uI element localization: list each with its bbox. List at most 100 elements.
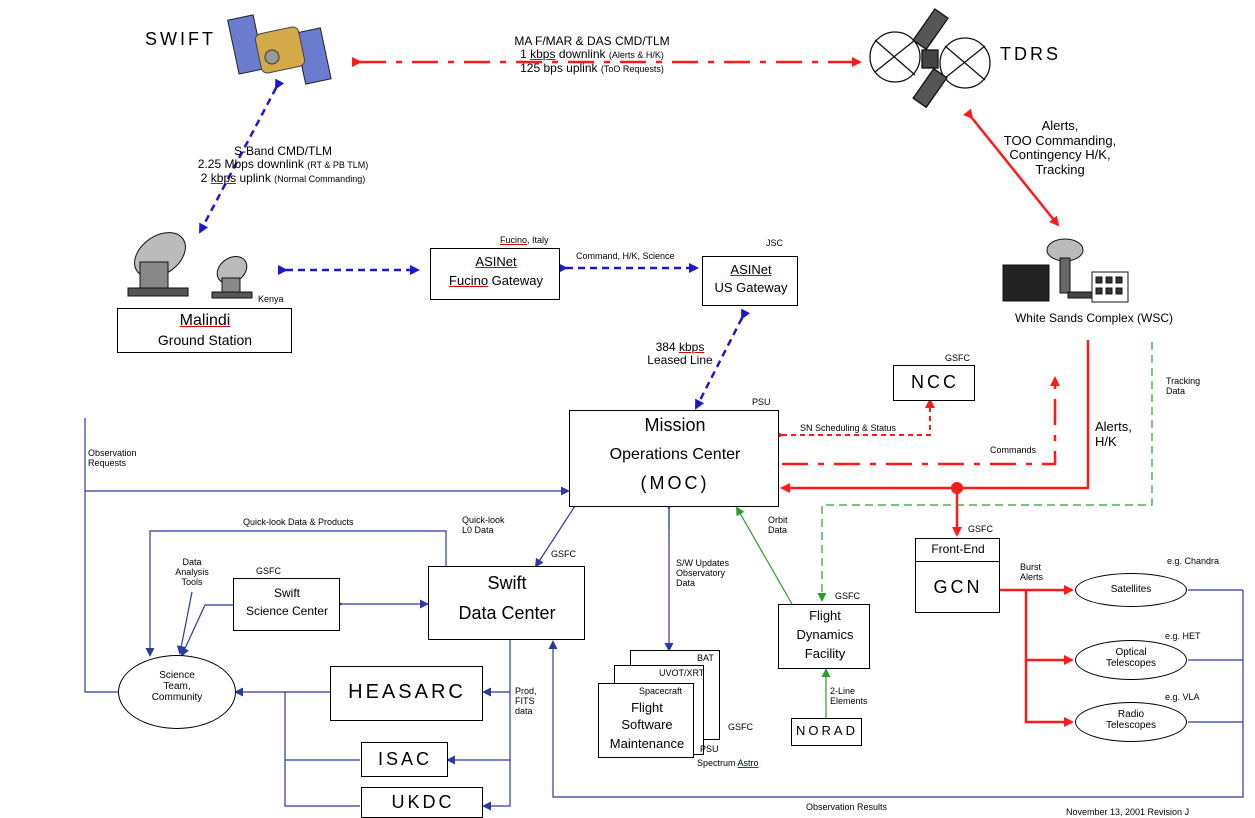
tools-science-link — [176, 591, 193, 655]
asinet-us-box: ASINet US Gateway — [702, 256, 798, 306]
quicklook-products-label: Quick-look Data & Products — [243, 517, 354, 527]
ukdc-label: UKDC — [391, 792, 455, 812]
swift-satellite-icon — [227, 14, 332, 85]
tdrs-satellite-icon — [869, 8, 991, 109]
asinet-link-label: Command, H/K, Science — [576, 251, 675, 261]
wsc-label: White Sands Complex (WSC) — [1014, 311, 1174, 325]
us-moc-link — [694, 308, 751, 410]
satellites-eg: e.g. Chandra — [1167, 556, 1220, 566]
heasarc-box: HEASARC — [330, 666, 483, 721]
sband-title: S-Band CMD/TLM — [233, 144, 333, 158]
moc-box: Mission Operations Center (MOC) — [569, 410, 779, 507]
alerts-hk-label: Alerts,H/K — [1095, 419, 1132, 449]
norad-box: NORAD — [791, 718, 862, 746]
ncc-box: NCC — [893, 365, 975, 401]
sdc-archive-link — [482, 638, 511, 811]
fsw-card-spacecraft: Spacecraft Flight Software Maintenance — [598, 683, 694, 758]
quicklook-products-link — [145, 530, 447, 657]
swift-malindi-link — [198, 78, 285, 234]
burst-optical — [1024, 590, 1074, 727]
archives-bus — [284, 692, 360, 807]
alerts-junction — [951, 482, 963, 494]
us-line2: US Gateway — [714, 280, 788, 295]
sband-line3: 2 kbps uplink (Normal Commanding) — [200, 170, 366, 185]
sdc-box: Swift Data Center — [428, 566, 585, 640]
ssc-site: GSFC — [256, 566, 282, 576]
ssc-line1: Swift — [273, 586, 301, 600]
fucino-site: Fucino, Italy — [500, 235, 549, 245]
sdc-site: GSFC — [551, 549, 577, 559]
swift-tdrs-link-label: MA F/MAR & DAS CMD/TLM 1 kbps downlink (… — [514, 34, 670, 75]
ssc-science-link — [180, 604, 233, 657]
isac-box: ISAC — [361, 742, 448, 777]
fdf-box: Flight Dynamics Facility — [778, 604, 870, 669]
link-line3: 125 bps uplink (ToO Requests) — [520, 60, 664, 75]
sn-sched-label: SN Scheduling & Status — [800, 423, 897, 433]
moc-site: PSU — [752, 397, 771, 407]
ncc-site: GSFC — [945, 353, 971, 363]
leased-line-label: 384 kbps Leased Line — [647, 340, 713, 368]
optical-eg: e.g. HET — [1165, 631, 1201, 641]
sdc-line2: Data Center — [458, 603, 556, 623]
heasarc-label: HEASARC — [348, 681, 466, 703]
tdrs-label: TDRS — [1000, 44, 1061, 64]
satellites-ellipse: Satellites — [1075, 573, 1187, 607]
ground-antenna-icon — [127, 232, 253, 299]
sdc-line1: Swift — [487, 573, 527, 593]
moc-line1: Mission — [644, 415, 706, 435]
commands-link — [782, 376, 1060, 466]
obs-requests-link — [84, 418, 120, 693]
fdf-site: GSFC — [835, 591, 861, 601]
isac-label: ISAC — [377, 749, 433, 769]
obs-results-label: Observation Results — [806, 802, 888, 812]
moc-ncc-link — [774, 398, 935, 440]
commands-label: Commands — [990, 445, 1037, 455]
spectrum-astro-label: Spectrum Astro — [697, 758, 759, 768]
ncc-label: NCC — [911, 372, 959, 392]
ssc-line2: Science Center — [245, 604, 329, 618]
kenya-label: Kenya — [258, 294, 284, 304]
tdrs-alerts-label: Alerts,TOO Commanding,Contingency H/K,Tr… — [1003, 118, 1117, 177]
obs-results-link — [548, 590, 1244, 798]
ssc-box: Swift Science Center — [233, 578, 340, 631]
moc-line2: Operations Center — [609, 446, 741, 463]
date-revision-label: November 13, 2001 Revision J — [1066, 807, 1190, 817]
quicklook-l0-link — [534, 505, 576, 568]
link-line1: MA F/MAR & DAS CMD/TLM — [514, 34, 670, 48]
radio-eg: e.g. VLA — [1165, 692, 1200, 702]
tracking-data-link — [817, 342, 1153, 602]
wsc-station-icon — [1002, 238, 1129, 303]
malindi-name: Malindi — [179, 312, 231, 329]
swift-label: SWIFT — [145, 29, 216, 49]
malindi-box: Malindi Ground Station — [117, 308, 292, 353]
moc-line3: (MOC) — [640, 473, 710, 493]
fucino-line1: ASINet — [475, 254, 517, 269]
jsc-site: JSC — [766, 238, 784, 248]
fucino-line2: Fucino Gateway — [449, 273, 543, 288]
malindi-line2: Ground Station — [157, 332, 253, 348]
ukdc-box: UKDC — [361, 787, 483, 818]
link-line2: 1 kbps downlink (Alerts & H/K) — [520, 47, 664, 62]
sband-line2: 2.25 Mbps downlink (RT & PB TLM) — [197, 157, 369, 172]
orbit-data-link — [736, 506, 793, 605]
tdrs-wsc-link — [963, 108, 1060, 227]
gcn-divider — [916, 561, 999, 562]
fsw-psu: PSU — [700, 744, 719, 754]
asinet-fucino-box: ASINet Fucino Gateway — [430, 248, 560, 300]
sband-label: S-Band CMD/TLM 2.25 Mbps downlink (RT & … — [197, 144, 369, 185]
alerts-hk-link — [780, 340, 1090, 493]
